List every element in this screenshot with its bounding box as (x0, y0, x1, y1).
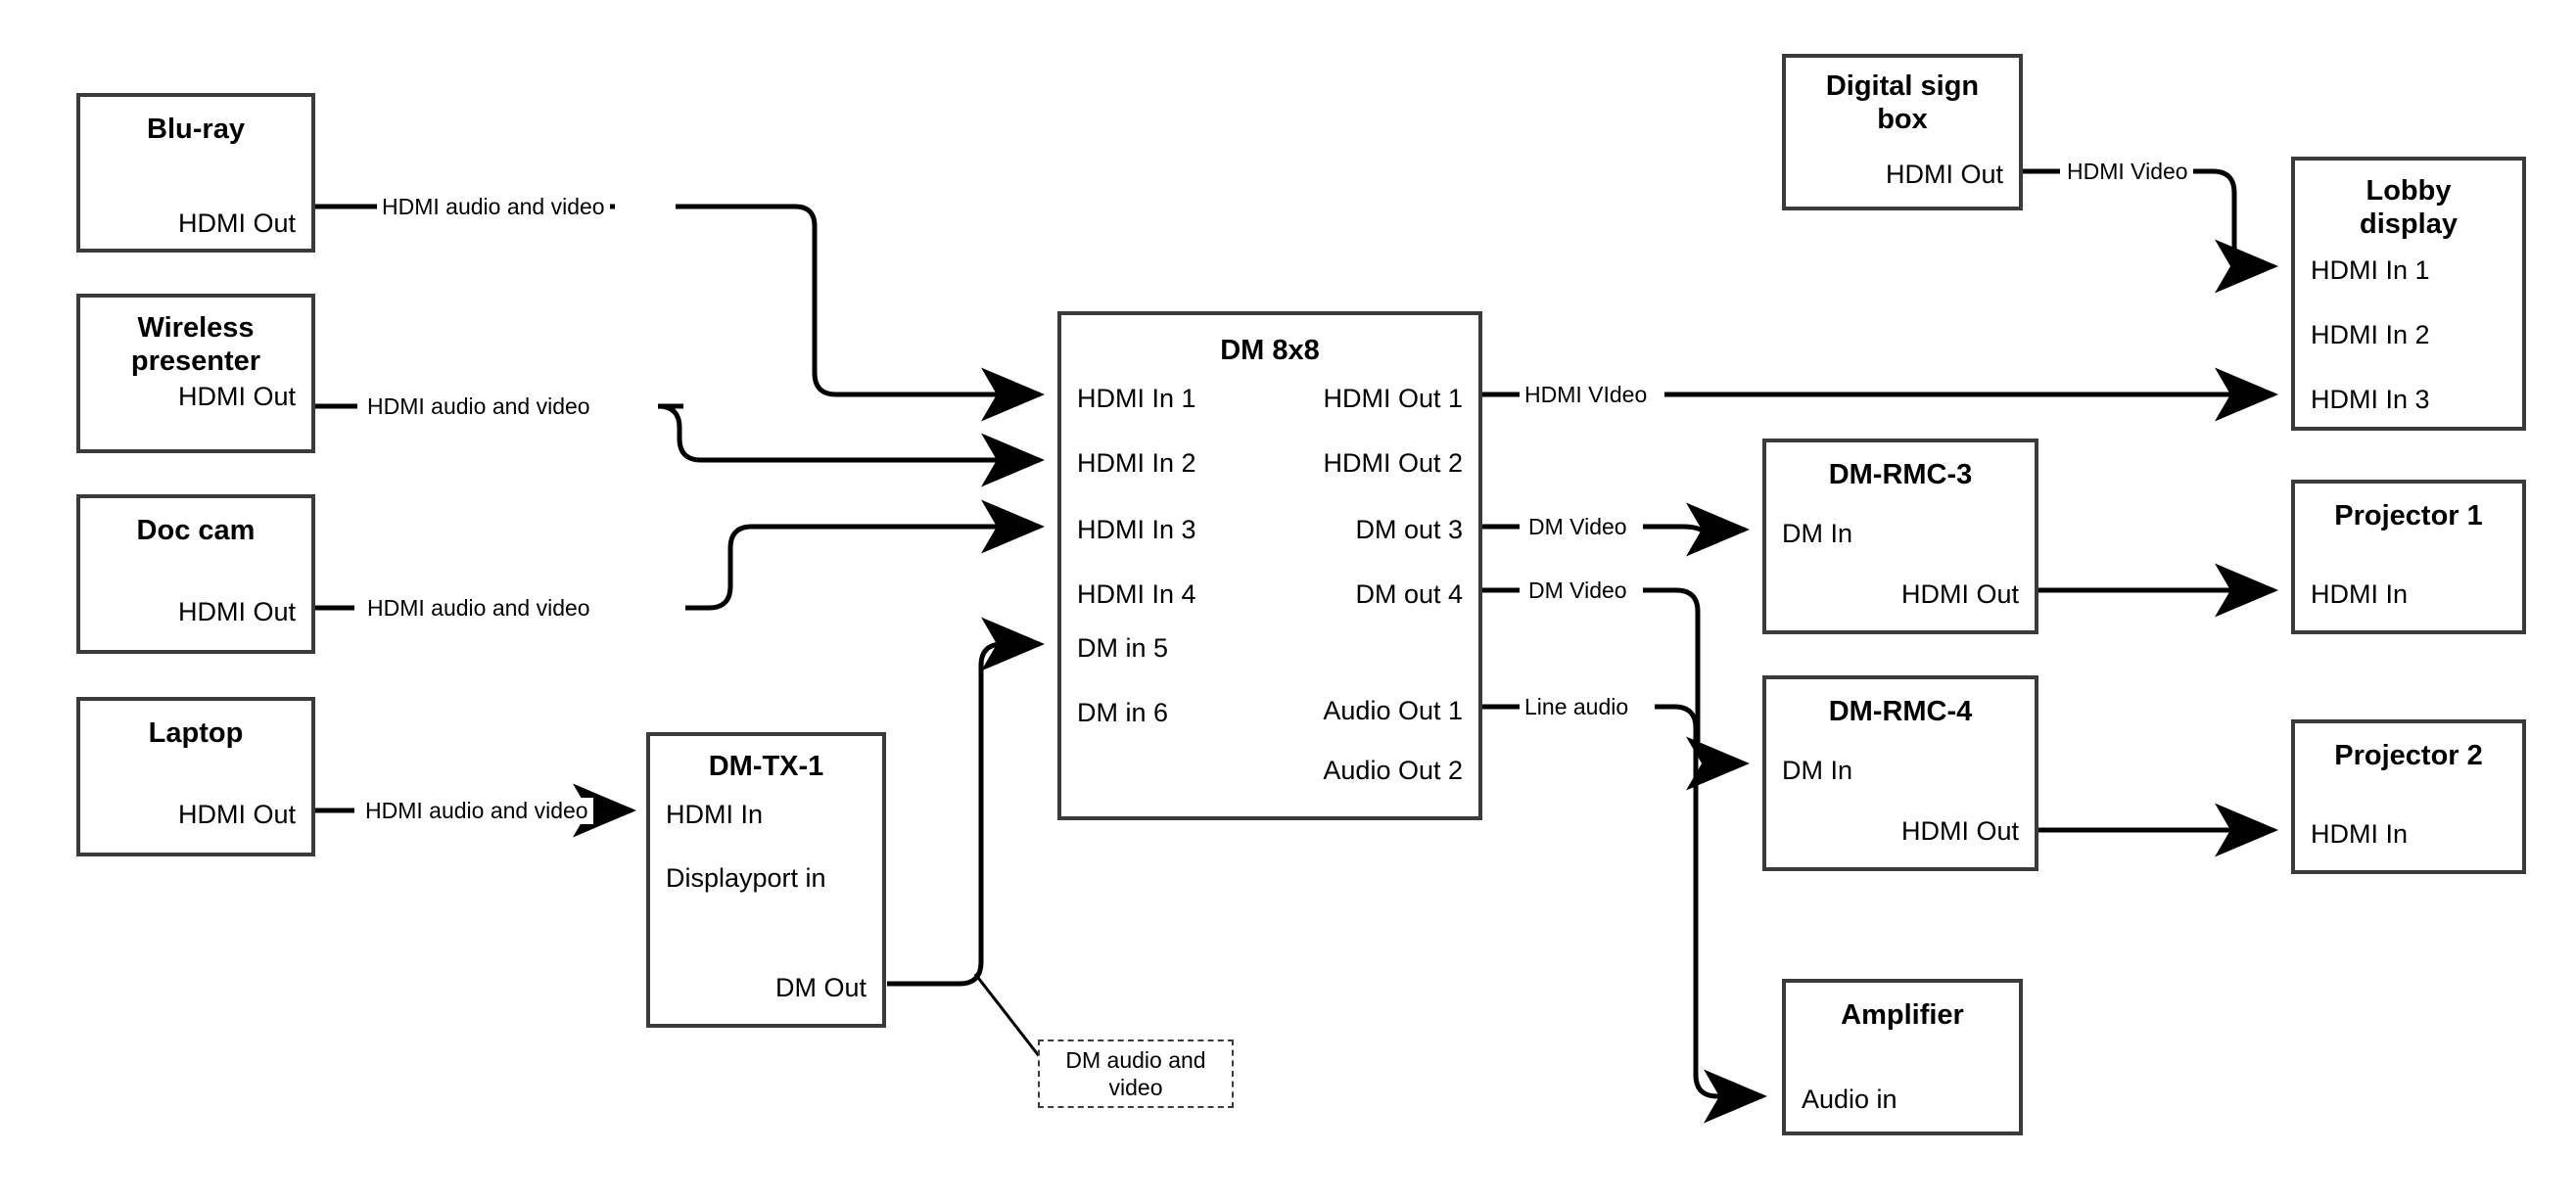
port-dm-out-4[interactable]: DM out 4 (1355, 579, 1463, 609)
node-lobby-display[interactable]: Lobby display HDMI In 1 HDMI In 2 HDMI I… (2291, 157, 2526, 431)
port-hdmi-in-4[interactable]: HDMI In 4 (1077, 579, 1196, 609)
node-dm-rmc-4[interactable]: DM-RMC-4 DM In HDMI Out (1762, 675, 2038, 871)
port-hdmi-in-2[interactable]: HDMI In 2 (2311, 320, 2430, 349)
port-hdmi-in-2[interactable]: HDMI In 2 (1077, 448, 1196, 478)
edge-label-doc-cam: HDMI audio and video (362, 595, 595, 622)
port-hdmi-out-2[interactable]: HDMI Out 2 (1323, 448, 1463, 478)
wire-sign-to-lobby (2023, 168, 2273, 266)
node-title: DM-RMC-3 (1828, 459, 1973, 490)
port-dm-in[interactable]: DM In (1782, 519, 1853, 548)
node-title: DM-TX-1 (708, 751, 824, 782)
port-hdmi-in-1[interactable]: HDMI In 1 (1077, 384, 1196, 413)
node-projector-1[interactable]: Projector 1 HDMI In (2291, 480, 2526, 634)
port-hdmi-out-1[interactable]: HDMI Out 1 (1323, 384, 1463, 413)
port-audio-out-1[interactable]: Audio Out 1 (1323, 696, 1463, 725)
node-title: DM-RMC-4 (1828, 696, 1973, 727)
node-title: Laptop (148, 717, 244, 749)
port-hdmi-out[interactable]: HDMI Out (177, 597, 296, 626)
edge-label-digital-sign: HDMI Video (2062, 159, 2193, 185)
port-hdmi-out[interactable]: HDMI Out (1900, 579, 2019, 609)
leader-line-dm-note (973, 973, 1042, 1058)
node-projector-2[interactable]: Projector 2 HDMI In (2291, 719, 2526, 874)
note-dm-audio-and-video: DM audio and video (1038, 1039, 1234, 1108)
wire-dmtx1-to-dm8x8 (887, 617, 1045, 987)
port-hdmi-in-3[interactable]: HDMI In 3 (1077, 515, 1196, 544)
port-hdmi-out[interactable]: HDMI Out (177, 800, 296, 829)
node-dm-tx-1[interactable]: DM-TX-1 HDMI In Displayport in DM Out (646, 732, 886, 1028)
port-hdmi-out[interactable]: HDMI Out (1900, 816, 2019, 846)
node-wireless-presenter[interactable]: Wireless presenter HDMI Out (76, 294, 315, 453)
wire-dm8x8-to-amp (1482, 704, 1762, 1096)
node-title: Projector 2 (2334, 740, 2483, 771)
node-blu-ray[interactable]: Blu-ray HDMI Out (76, 93, 315, 253)
edge-label-hdmi-out-1: HDMI VIdeo (1520, 382, 1653, 408)
node-title: Projector 1 (2334, 500, 2483, 531)
node-title: Wireless presenter (130, 312, 261, 377)
node-title: Blu-ray (147, 114, 245, 145)
port-hdmi-in[interactable]: HDMI In (2311, 819, 2409, 849)
port-hdmi-in[interactable]: HDMI In (666, 800, 764, 829)
port-hdmi-in-1[interactable]: HDMI In 1 (2311, 255, 2430, 285)
node-dm-8x8[interactable]: DM 8x8 HDMI In 1 HDMI In 2 HDMI In 3 HDM… (1057, 311, 1482, 820)
port-dm-out[interactable]: DM Out (774, 973, 866, 1002)
wire-blu-ray-to-dm8x8 (315, 204, 1040, 394)
node-dm-rmc-3[interactable]: DM-RMC-3 DM In HDMI Out (1762, 439, 2038, 634)
node-amplifier[interactable]: Amplifier Audio in (1782, 979, 2023, 1135)
node-title: Digital sign box (1825, 70, 1980, 135)
port-hdmi-in-3[interactable]: HDMI In 3 (2311, 385, 2430, 414)
port-dm-in-6[interactable]: DM in 6 (1077, 698, 1169, 727)
node-title: Lobby display (2360, 175, 2458, 240)
node-title: Doc cam (136, 515, 256, 546)
port-hdmi-out[interactable]: HDMI Out (177, 382, 296, 411)
node-digital-sign-box[interactable]: Digital sign box HDMI Out (1782, 54, 2023, 210)
node-doc-cam[interactable]: Doc cam HDMI Out (76, 494, 315, 654)
wire-dm8x8-to-rmc4 (1482, 587, 1745, 763)
port-audio-in[interactable]: Audio in (1802, 1085, 1897, 1114)
port-hdmi-in[interactable]: HDMI In (2311, 579, 2409, 609)
node-title: DM 8x8 (1220, 335, 1320, 366)
port-dm-out-3[interactable]: DM out 3 (1355, 515, 1463, 544)
edge-label-dm-out-4: DM Video (1523, 577, 1632, 604)
node-title: Amplifier (1841, 999, 1964, 1031)
edge-label-blu-ray: HDMI audio and video (377, 194, 610, 220)
edge-label-dm-out-3: DM Video (1523, 514, 1632, 540)
port-hdmi-out[interactable]: HDMI Out (177, 208, 296, 238)
port-dm-in[interactable]: DM In (1782, 756, 1853, 785)
port-dm-in-5[interactable]: DM in 5 (1077, 633, 1169, 663)
port-displayport-in[interactable]: Displayport in (666, 863, 826, 893)
edge-label-audio-out-1: Line audio (1520, 694, 1634, 720)
port-audio-out-2[interactable]: Audio Out 2 (1323, 756, 1463, 785)
edge-label-laptop: HDMI audio and video (360, 798, 593, 824)
port-hdmi-out[interactable]: HDMI Out (1885, 160, 2003, 189)
edge-label-wireless: HDMI audio and video (362, 393, 595, 420)
node-laptop[interactable]: Laptop HDMI Out (76, 697, 315, 856)
